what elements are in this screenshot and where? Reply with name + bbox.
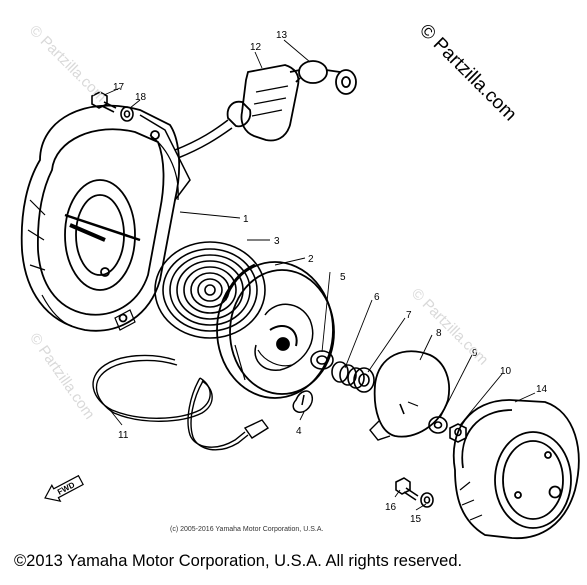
callout-9: 9 xyxy=(472,348,478,359)
spiral-spring xyxy=(154,241,266,339)
washer-9 xyxy=(428,416,448,434)
callout-10: 10 xyxy=(500,366,512,377)
callout-5: 5 xyxy=(340,272,346,283)
callout-7: 7 xyxy=(406,310,412,321)
main-copyright: ©2013 Yamaha Motor Corporation, U.S.A. A… xyxy=(14,552,463,570)
callout-17: 17 xyxy=(113,82,125,93)
bolt-17 xyxy=(91,91,117,113)
rope-guide xyxy=(289,60,357,95)
leader-lines xyxy=(103,39,536,511)
callout-2: 2 xyxy=(308,254,314,265)
small-copyright: (c) 2005-2016 Yamaha Motor Corporation, … xyxy=(170,526,324,533)
callout-11: 11 xyxy=(118,430,129,441)
starter-rope xyxy=(92,354,270,451)
callout-18: 18 xyxy=(135,92,147,103)
bolt-16 xyxy=(395,477,419,501)
callout-labels: 1 2 3 4 5 6 7 8 9 10 11 12 13 14 15 16 1… xyxy=(113,30,548,525)
callout-8: 8 xyxy=(436,328,442,339)
callout-6: 6 xyxy=(374,292,380,303)
washer-7 xyxy=(353,367,375,393)
plate-8 xyxy=(369,350,450,441)
spring-6 xyxy=(331,361,365,389)
starter-case xyxy=(20,104,233,332)
starter-handle xyxy=(226,64,300,142)
callout-4: 4 xyxy=(296,426,302,437)
callout-14: 14 xyxy=(536,384,548,395)
washer-18 xyxy=(120,106,134,122)
pulley xyxy=(216,261,335,399)
starter-cup xyxy=(452,399,580,539)
callout-12: 12 xyxy=(250,42,262,53)
callout-3: 3 xyxy=(274,236,280,247)
callout-16: 16 xyxy=(385,502,397,513)
pawl xyxy=(292,390,314,413)
forward-arrow: FWD xyxy=(44,474,84,503)
spring-5 xyxy=(310,350,334,370)
washer-15 xyxy=(420,492,434,508)
callout-13: 13 xyxy=(276,30,288,41)
callout-15: 15 xyxy=(410,514,422,525)
callout-1: 1 xyxy=(243,214,249,225)
